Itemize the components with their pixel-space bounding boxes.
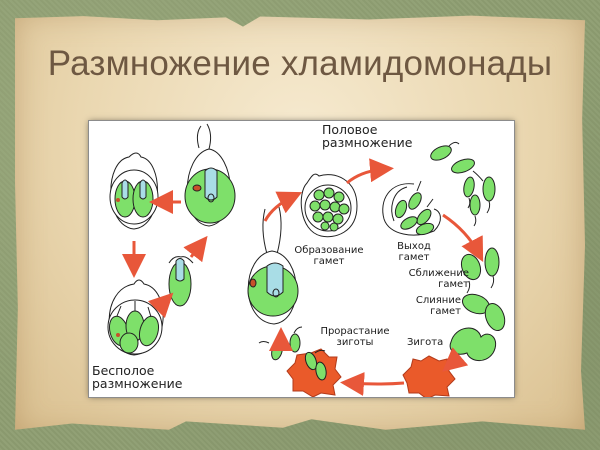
stage-zygote-germination: Прорастание зиготы [315,326,395,348]
arrow-to-gamete-formation [263,191,303,222]
asexual-label-line1: Бесполое [92,363,155,378]
stage-line2: гамет [430,306,461,317]
stage-gamete-fusion: Слияние гамет [389,295,461,317]
sexual-label-line2: размножение [322,135,413,150]
arrow-to-approach [442,213,484,262]
stage-line2: гамет [398,252,430,263]
sexual-label-line1: Половое [322,122,378,137]
zygote [402,355,456,397]
stage-line1: Зигота [407,337,444,348]
sexual-reproduction-label: Половое размножение [322,123,412,149]
arrow-to-release [346,158,394,185]
stage-gamete-release: Выход гамет [389,241,439,263]
arrow-release [147,292,174,319]
gamete-release [382,180,441,236]
dividing-cell-two [109,152,159,230]
diagram-illustration [107,123,506,397]
stage-line1: Выход [397,241,431,252]
arrow-grow [183,235,208,263]
mature-cell-sexual [247,206,299,325]
stage-line1: Сближение [408,268,469,279]
stage-line2: зиготы [336,337,374,348]
slide-title: Размножение хламидомонады [47,44,553,83]
arrow-to-zygote [442,347,469,372]
stage-line2: гамет [313,256,345,267]
stage-line1: Образование [294,245,364,256]
stage-zygote: Зигота [407,337,457,348]
cell-with-zoospores [107,279,164,356]
stage-line1: Прорастание [320,326,390,337]
free-gametes [430,141,496,227]
stage-gamete-approach: Сближение гамет [389,268,469,290]
stage-line1: Слияние [415,295,461,306]
asexual-reproduction-label: Бесполое размножение [92,364,182,390]
fusing-gametes [461,293,506,332]
reproduction-diagram: Половое размножение Бесполое размножение… [89,121,514,397]
mother-cell [184,123,236,227]
gamete-formation-cell [300,173,358,238]
zoospore [168,256,194,307]
stage-line2: гамет [438,279,469,290]
stage-gamete-formation: Образование гамет [289,245,369,267]
asexual-label-line2: размножение [92,376,183,391]
arrow-to-germination [340,372,405,396]
